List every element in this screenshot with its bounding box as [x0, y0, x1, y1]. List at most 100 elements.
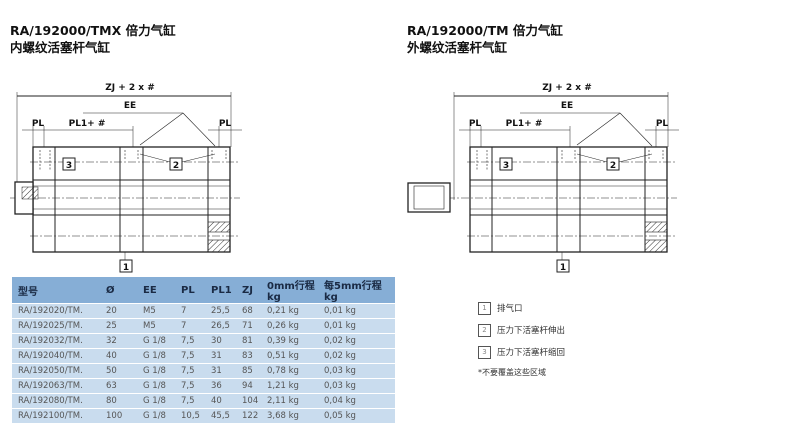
- table-cell: 122: [236, 408, 261, 423]
- legend-label: 排气口: [497, 304, 523, 314]
- table-cell: 0,02 kg: [318, 333, 395, 349]
- pl-label: PL: [32, 119, 45, 129]
- zj-label: ZJ + 2 x #: [105, 83, 155, 93]
- table-cell: 7,5: [175, 348, 205, 364]
- callout-1: 1: [123, 263, 129, 273]
- callout-3: 3: [66, 161, 72, 171]
- table-cell: 40: [205, 393, 236, 409]
- left-title-line1: RA/192000/TMX 倍力气缸: [10, 23, 176, 38]
- legend-box: 3: [478, 345, 491, 359]
- left-title-line2: 内螺纹活塞杆气缸: [10, 40, 111, 55]
- table-cell: 0,04 kg: [318, 393, 395, 409]
- table-cell: RA/192063/TM.: [12, 378, 100, 394]
- table-cell: RA/192032/TM.: [12, 333, 100, 349]
- table-cell: G 1/8: [137, 393, 175, 409]
- callout-2: 2: [610, 161, 616, 171]
- pl-label-right: PL: [219, 119, 232, 129]
- table-cell: 104: [236, 393, 261, 409]
- table-cell: 0,26 kg: [261, 318, 318, 334]
- pl-label-right: PL: [656, 119, 669, 129]
- table-cell: 2,11 kg: [261, 393, 318, 409]
- table-cell: 7,5: [175, 363, 205, 379]
- table-cell: 45,5: [205, 408, 236, 423]
- table-cell: 0,01 kg: [318, 318, 395, 334]
- table-cell: 50: [100, 363, 137, 379]
- table-cell: RA/192020/TM.: [12, 303, 100, 319]
- right-title-line2: 外螺纹活塞杆气缸: [407, 40, 508, 55]
- table-cell: 83: [236, 348, 261, 364]
- table-cell: 1,21 kg: [261, 378, 318, 394]
- table-cell: 36: [205, 378, 236, 394]
- table-cell: 0,51 kg: [261, 348, 318, 364]
- table-cell: 80: [100, 393, 137, 409]
- table-cell: 0,01 kg: [318, 303, 395, 319]
- table-cell: 63: [100, 378, 137, 394]
- table-cell: 26,5: [205, 318, 236, 334]
- table-cell: 25,5: [205, 303, 236, 319]
- table-cell: 0,78 kg: [261, 363, 318, 379]
- table-cell: RA/192040/TM.: [12, 348, 100, 364]
- table-cell: 85: [236, 363, 261, 379]
- zj-label: ZJ + 2 x #: [542, 83, 592, 93]
- table-cell: G 1/8: [137, 363, 175, 379]
- header-weight-0mm: 0mm行程kg: [261, 277, 318, 304]
- table-cell: RA/192025/TM.: [12, 318, 100, 334]
- table-cell: 71: [236, 318, 261, 334]
- table-cell: 31: [205, 348, 236, 364]
- table-cell: 100: [100, 408, 137, 423]
- ee-label: EE: [561, 101, 573, 111]
- table-cell: 7: [175, 318, 205, 334]
- table-cell: 0,03 kg: [318, 363, 395, 379]
- table-cell: 0,39 kg: [261, 333, 318, 349]
- callout-1: 1: [560, 263, 566, 273]
- table-cell: G 1/8: [137, 378, 175, 394]
- table-cell: 20: [100, 303, 137, 319]
- table-cell: 10,5: [175, 408, 205, 423]
- header-bore: Ø: [100, 277, 137, 304]
- header-pl1: PL1: [205, 277, 236, 304]
- header-zj: ZJ: [236, 277, 261, 304]
- right-title: RA/192000/TM 倍力气缸外螺纹活塞杆气缸: [407, 22, 563, 56]
- table-cell: 0,05 kg: [318, 408, 395, 423]
- table-cell: 25: [100, 318, 137, 334]
- table-cell: 0,02 kg: [318, 348, 395, 364]
- table-cell: 30: [205, 333, 236, 349]
- legend-note: *不要覆盖这些区域: [478, 368, 546, 377]
- table-cell: RA/192100/TM.: [12, 408, 100, 423]
- table-cell: 7,5: [175, 393, 205, 409]
- left-dimension-labels: ZJ + 2 x # EE PL PL1+ # PL 3 2 1: [32, 83, 232, 273]
- table-cell: 3,68 kg: [261, 408, 318, 423]
- table-cell: RA/192080/TM.: [12, 393, 100, 409]
- table-cell: G 1/8: [137, 408, 175, 423]
- pl1-label: PL1+ #: [69, 119, 106, 129]
- table-cell: M5: [137, 303, 175, 319]
- table-header: 型号 Ø EE PL PL1 ZJ 0mm行程kg 每5mm行程kg: [12, 277, 395, 304]
- legend-box: 2: [478, 323, 491, 337]
- legend-label: 压力下活塞杆伸出: [497, 326, 566, 336]
- table-cell: 31: [205, 363, 236, 379]
- table-cell: RA/192050/TM.: [12, 363, 100, 379]
- table-cell: 94: [236, 378, 261, 394]
- header-pl: PL: [175, 277, 205, 304]
- ee-label: EE: [124, 101, 136, 111]
- header-model: 型号: [12, 277, 100, 304]
- header-weight-per-5mm: 每5mm行程kg: [318, 277, 395, 304]
- table-cell: 7: [175, 303, 205, 319]
- table-cell: 7,5: [175, 333, 205, 349]
- table-cell: G 1/8: [137, 348, 175, 364]
- legend-item-2: 2 压力下活塞杆伸出: [478, 319, 565, 341]
- legend-box: 1: [478, 301, 491, 315]
- left-cylinder-drawing: [9, 91, 243, 273]
- right-title-line1: RA/192000/TM 倍力气缸: [407, 23, 563, 38]
- table-cell: M5: [137, 318, 175, 334]
- pl1-label: PL1+ #: [506, 119, 543, 129]
- header-ee: EE: [137, 277, 175, 304]
- pl-label: PL: [469, 119, 482, 129]
- cylinder-drawings: ZJ + 2 x # EE PL PL1+ # PL 3 2 1 ZJ + 2 …: [9, 83, 680, 273]
